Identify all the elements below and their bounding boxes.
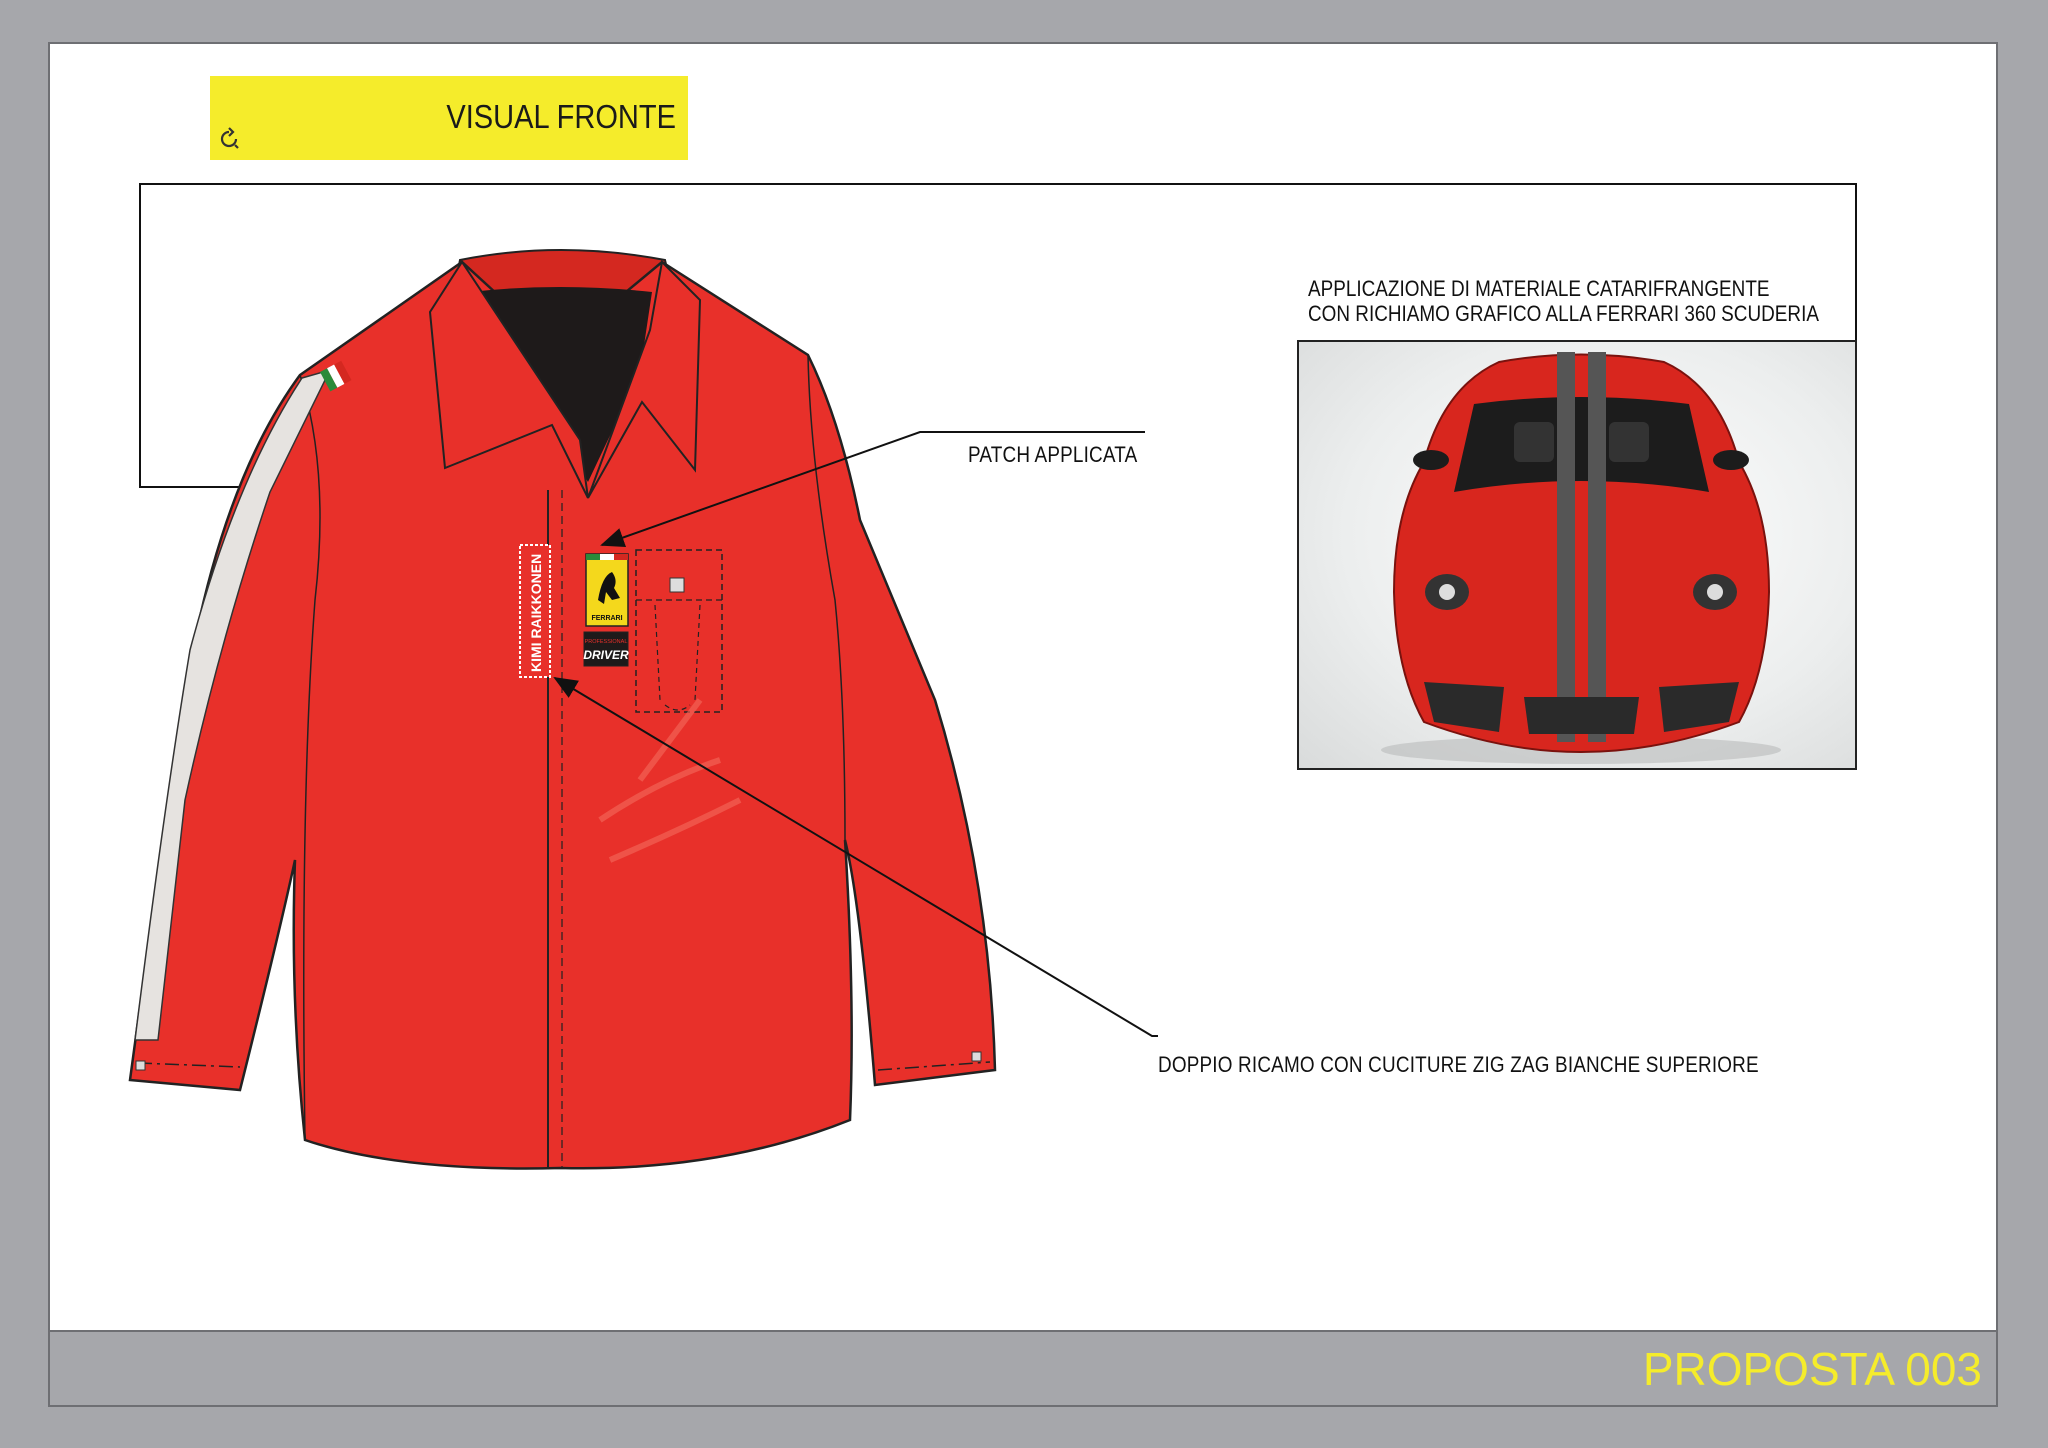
reflective-stripe	[134, 368, 332, 1041]
name-embroidery-patch: KIMI RAIKKONEN	[519, 544, 551, 678]
kimi-raikkonen-text: KIMI RAIKKONEN	[528, 554, 544, 672]
embroidery-callout: DOPPIO RICAMO CON CUCITURE ZIG ZAG BIANC…	[1158, 1052, 1759, 1077]
reflective-caption-line-2: CON RICHIAMO GRAFICO ALLA FERRARI 360 SC…	[1308, 301, 1819, 326]
shirt	[128, 249, 997, 1170]
refresh-icon	[220, 127, 239, 149]
prancing-horse-icon	[598, 572, 620, 604]
proposal-label: PROPOSTA 003	[1642, 1343, 1982, 1395]
italian-flag-icon	[320, 360, 352, 392]
page-title: VISUAL FRONTE	[446, 98, 676, 135]
footer-bar: PROPOSTA 003	[48, 1332, 1998, 1407]
patch-callout: PATCH APPLICATA	[968, 442, 1138, 467]
patch-callout-line	[600, 431, 1145, 548]
professional-text: PROFESSIONAL	[585, 639, 628, 645]
badge-text: FERRARI	[591, 615, 622, 622]
driver-text: DRIVER	[583, 648, 629, 662]
chest-pocket	[635, 549, 723, 713]
reflective-caption-line-1: APPLICAZIONE DI MATERIALE CATARIFRANGENT…	[1308, 276, 1770, 301]
ferrari-car-photo	[1297, 340, 1857, 770]
driver-patch: PROFESSIONAL DRIVER	[583, 631, 629, 667]
embroidery-callout-line	[553, 676, 1155, 1037]
title-box: VISUAL FRONTE	[210, 76, 688, 160]
ferrari-badge: FERRARI	[585, 553, 629, 627]
car-illustration	[1381, 352, 1781, 764]
reflective-caption: APPLICAZIONE DI MATERIALE CATARIFRANGENT…	[1308, 276, 1819, 326]
